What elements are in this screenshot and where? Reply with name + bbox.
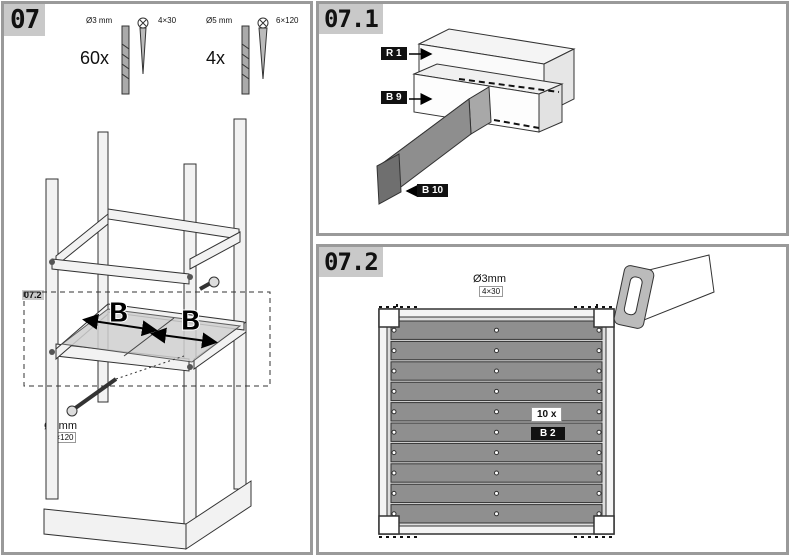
screw-dot	[391, 388, 397, 394]
rack-frame-drawing: B B	[23, 17, 271, 550]
qty-label: 10 x	[531, 407, 563, 422]
screw-small-diameter: Ø3 mm	[86, 16, 113, 25]
screw-dot	[494, 511, 499, 517]
step-7-1-number: 07.1	[319, 4, 383, 34]
screw-dot	[391, 348, 397, 354]
screw-large-size: 6×120	[276, 16, 299, 25]
screw-dot	[494, 450, 499, 456]
screw-small-qty: 60x	[80, 48, 110, 68]
svg-text:B: B	[180, 304, 201, 337]
screw-dot	[596, 348, 602, 354]
step-7-panel: 07 Ø3 mm 4×30 60x Ø5 mm 6×120 4x 07.2 Ø5…	[1, 1, 313, 555]
screw-dot	[391, 450, 397, 456]
screw-small-icon	[137, 17, 149, 75]
screw-dot	[391, 429, 397, 435]
screw-dot	[391, 327, 397, 333]
screw-large-diameter: Ø5 mm	[206, 16, 233, 25]
callout-ref-label: 07.2	[22, 290, 44, 300]
bolt-icon	[66, 276, 220, 417]
screw-dot	[494, 368, 499, 374]
step-7-number: 07	[4, 4, 46, 36]
drill-bit-icon	[121, 25, 130, 95]
screw-dot	[596, 388, 602, 394]
screw-large-qty: 4x	[206, 48, 226, 68]
screw-diameter-label: Ø3mm	[473, 273, 506, 285]
screw-dot	[596, 429, 602, 435]
screw-dot	[596, 470, 602, 476]
screw-dot	[596, 327, 602, 333]
screw-small-size: 4×30	[158, 16, 177, 25]
screw-dot	[391, 470, 397, 476]
shelf-top-view-drawing	[378, 254, 715, 538]
screw-dot	[596, 511, 602, 517]
drill-bit-large-icon	[241, 25, 250, 95]
screw-dot	[494, 348, 499, 354]
screw-dot	[391, 368, 397, 374]
part-tag-b2: B 2	[531, 427, 565, 440]
joint-detail-drawing	[376, 28, 576, 205]
step-7-2-panel: 07.2 Ø3mm 4×30 10 x B 2	[316, 244, 789, 555]
tag-b9: B 9	[381, 91, 407, 104]
screw-large-icon	[257, 17, 269, 80]
screw-dot	[494, 490, 499, 496]
tag-b10: B 10	[417, 184, 449, 197]
screw-dot	[494, 429, 499, 435]
tag-r1: R 1	[381, 47, 407, 60]
screw-dot	[596, 409, 602, 415]
screw-size-label: 4×30	[479, 286, 504, 297]
screw-dot	[391, 490, 397, 496]
screw-dot	[391, 409, 397, 415]
screw-dot	[494, 388, 499, 394]
step-7-2-number: 07.2	[319, 247, 383, 277]
step-7-1-panel: 07.1 R 1 B 9 B 10	[316, 1, 789, 236]
screw-dot	[596, 450, 602, 456]
screw-dot	[596, 368, 602, 374]
screw-dot	[596, 490, 602, 496]
screw-dot	[494, 470, 499, 476]
screw-dot	[494, 327, 499, 333]
screw-dot	[391, 511, 397, 517]
screw-dot	[494, 409, 499, 415]
saw-icon	[613, 254, 715, 329]
callout-box	[23, 291, 271, 387]
